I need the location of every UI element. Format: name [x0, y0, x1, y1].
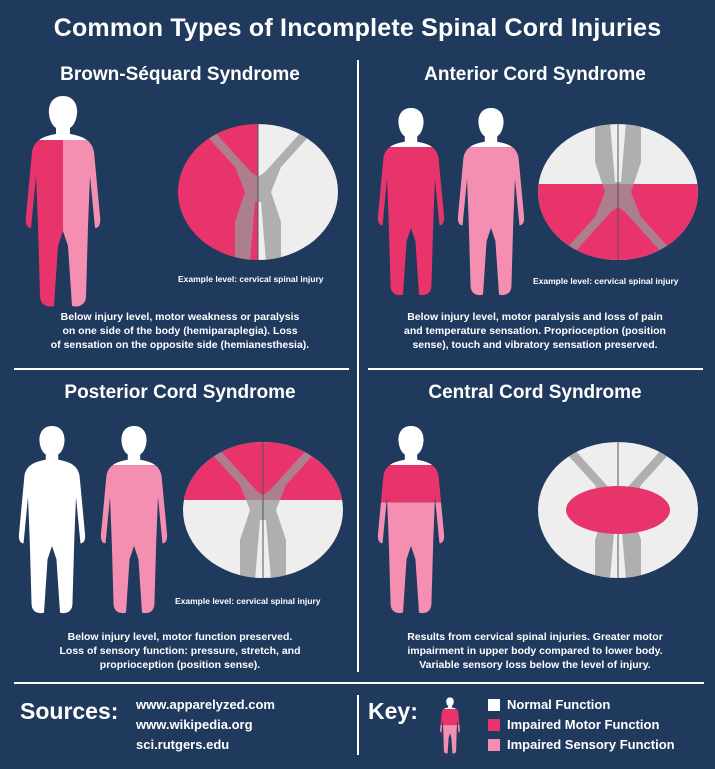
- panel-caption: Results from cervical spinal injuries. G…: [365, 630, 705, 672]
- spinal-cord-cross-section: [178, 124, 338, 260]
- example-level-label: Example level: cervical spinal injury: [533, 276, 679, 286]
- main-title: Common Types of Incomplete Spinal Cord I…: [53, 14, 662, 42]
- caption-line: Loss of sensory function: pressure, stre…: [59, 645, 301, 657]
- key-swatch-motor: [488, 719, 500, 731]
- panel-title: Brown-Séquard Syndrome: [60, 64, 300, 85]
- caption-line: and temperature sensation. Proprioceptio…: [404, 325, 666, 337]
- horizontal-divider-left: [14, 368, 349, 370]
- panel-caption: Below injury level, motor weakness or pa…: [10, 310, 350, 352]
- caption-line: Below injury level, motor function prese…: [67, 631, 293, 643]
- panel-title: Central Cord Syndrome: [428, 382, 642, 403]
- body-figure-motor: [377, 107, 445, 296]
- spinal-cord-cross-section: [538, 124, 698, 260]
- spinal-cord-cross-section: [183, 442, 343, 578]
- panel-title: Posterior Cord Syndrome: [64, 382, 296, 403]
- body-figure-half-motor: [25, 96, 101, 307]
- panel-title: Anterior Cord Syndrome: [424, 64, 646, 85]
- key-swatch-sensory: [488, 739, 500, 751]
- key-label-sensory: Impaired Sensory Function: [507, 737, 675, 752]
- caption-line: on one side of the body (hemiparaplegia)…: [62, 325, 298, 337]
- vertical-divider: [357, 60, 359, 672]
- panel-caption: Below injury level, motor function prese…: [10, 630, 350, 672]
- caption-line: Below injury level, motor paralysis and …: [407, 311, 663, 323]
- panel-anterior-cord: Anterior Cord Syndrome Example: [365, 60, 705, 360]
- caption-line: proprioception (position sense).: [99, 659, 261, 671]
- caption-line: Variable sensory loss below the level of…: [419, 659, 651, 671]
- key-body-icon: [440, 697, 460, 754]
- sources-heading: Sources:: [20, 698, 119, 724]
- caption-line: Results from cervical spinal injuries. G…: [407, 631, 663, 643]
- caption-line: impairment in upper body compared to low…: [407, 645, 663, 657]
- example-level-label: Example level: cervical spinal injury: [178, 274, 324, 284]
- body-figure-sensory: [100, 425, 168, 614]
- body-figure-sensory: [457, 107, 525, 296]
- panel-central-cord: Central Cord Syndrome Results from cervi…: [365, 378, 705, 678]
- spinal-cord-cross-section: [538, 442, 698, 578]
- source-link[interactable]: www.apparelyzed.com: [136, 697, 275, 712]
- key-swatch-normal: [488, 699, 500, 711]
- body-figure-upper-motor: [377, 425, 445, 614]
- source-link[interactable]: www.wikipedia.org: [136, 717, 253, 732]
- panel-posterior-cord: Posterior Cord Syndrome Example level: c…: [10, 378, 350, 678]
- example-level-label: Example level: cervical spinal injury: [175, 596, 321, 606]
- body-figure-normal: [18, 425, 86, 614]
- caption-line: of sensation on the opposite side (hemia…: [50, 339, 310, 351]
- horizontal-divider-right: [368, 368, 703, 370]
- footer-divider: [14, 682, 704, 684]
- key-label-motor: Impaired Motor Function: [507, 717, 660, 732]
- source-link[interactable]: sci.rutgers.edu: [136, 737, 230, 752]
- panel-brown-sequard: Brown-Séquard Syndrome Example level: ce…: [10, 60, 350, 360]
- footer-vertical-divider: [357, 695, 359, 755]
- panel-caption: Below injury level, motor paralysis and …: [365, 310, 705, 352]
- caption-line: Below injury level, motor weakness or pa…: [60, 311, 300, 323]
- caption-line: sense), touch and vibratory sensation pr…: [412, 339, 658, 351]
- key-label-normal: Normal Function: [507, 697, 611, 712]
- key-heading: Key:: [368, 698, 418, 724]
